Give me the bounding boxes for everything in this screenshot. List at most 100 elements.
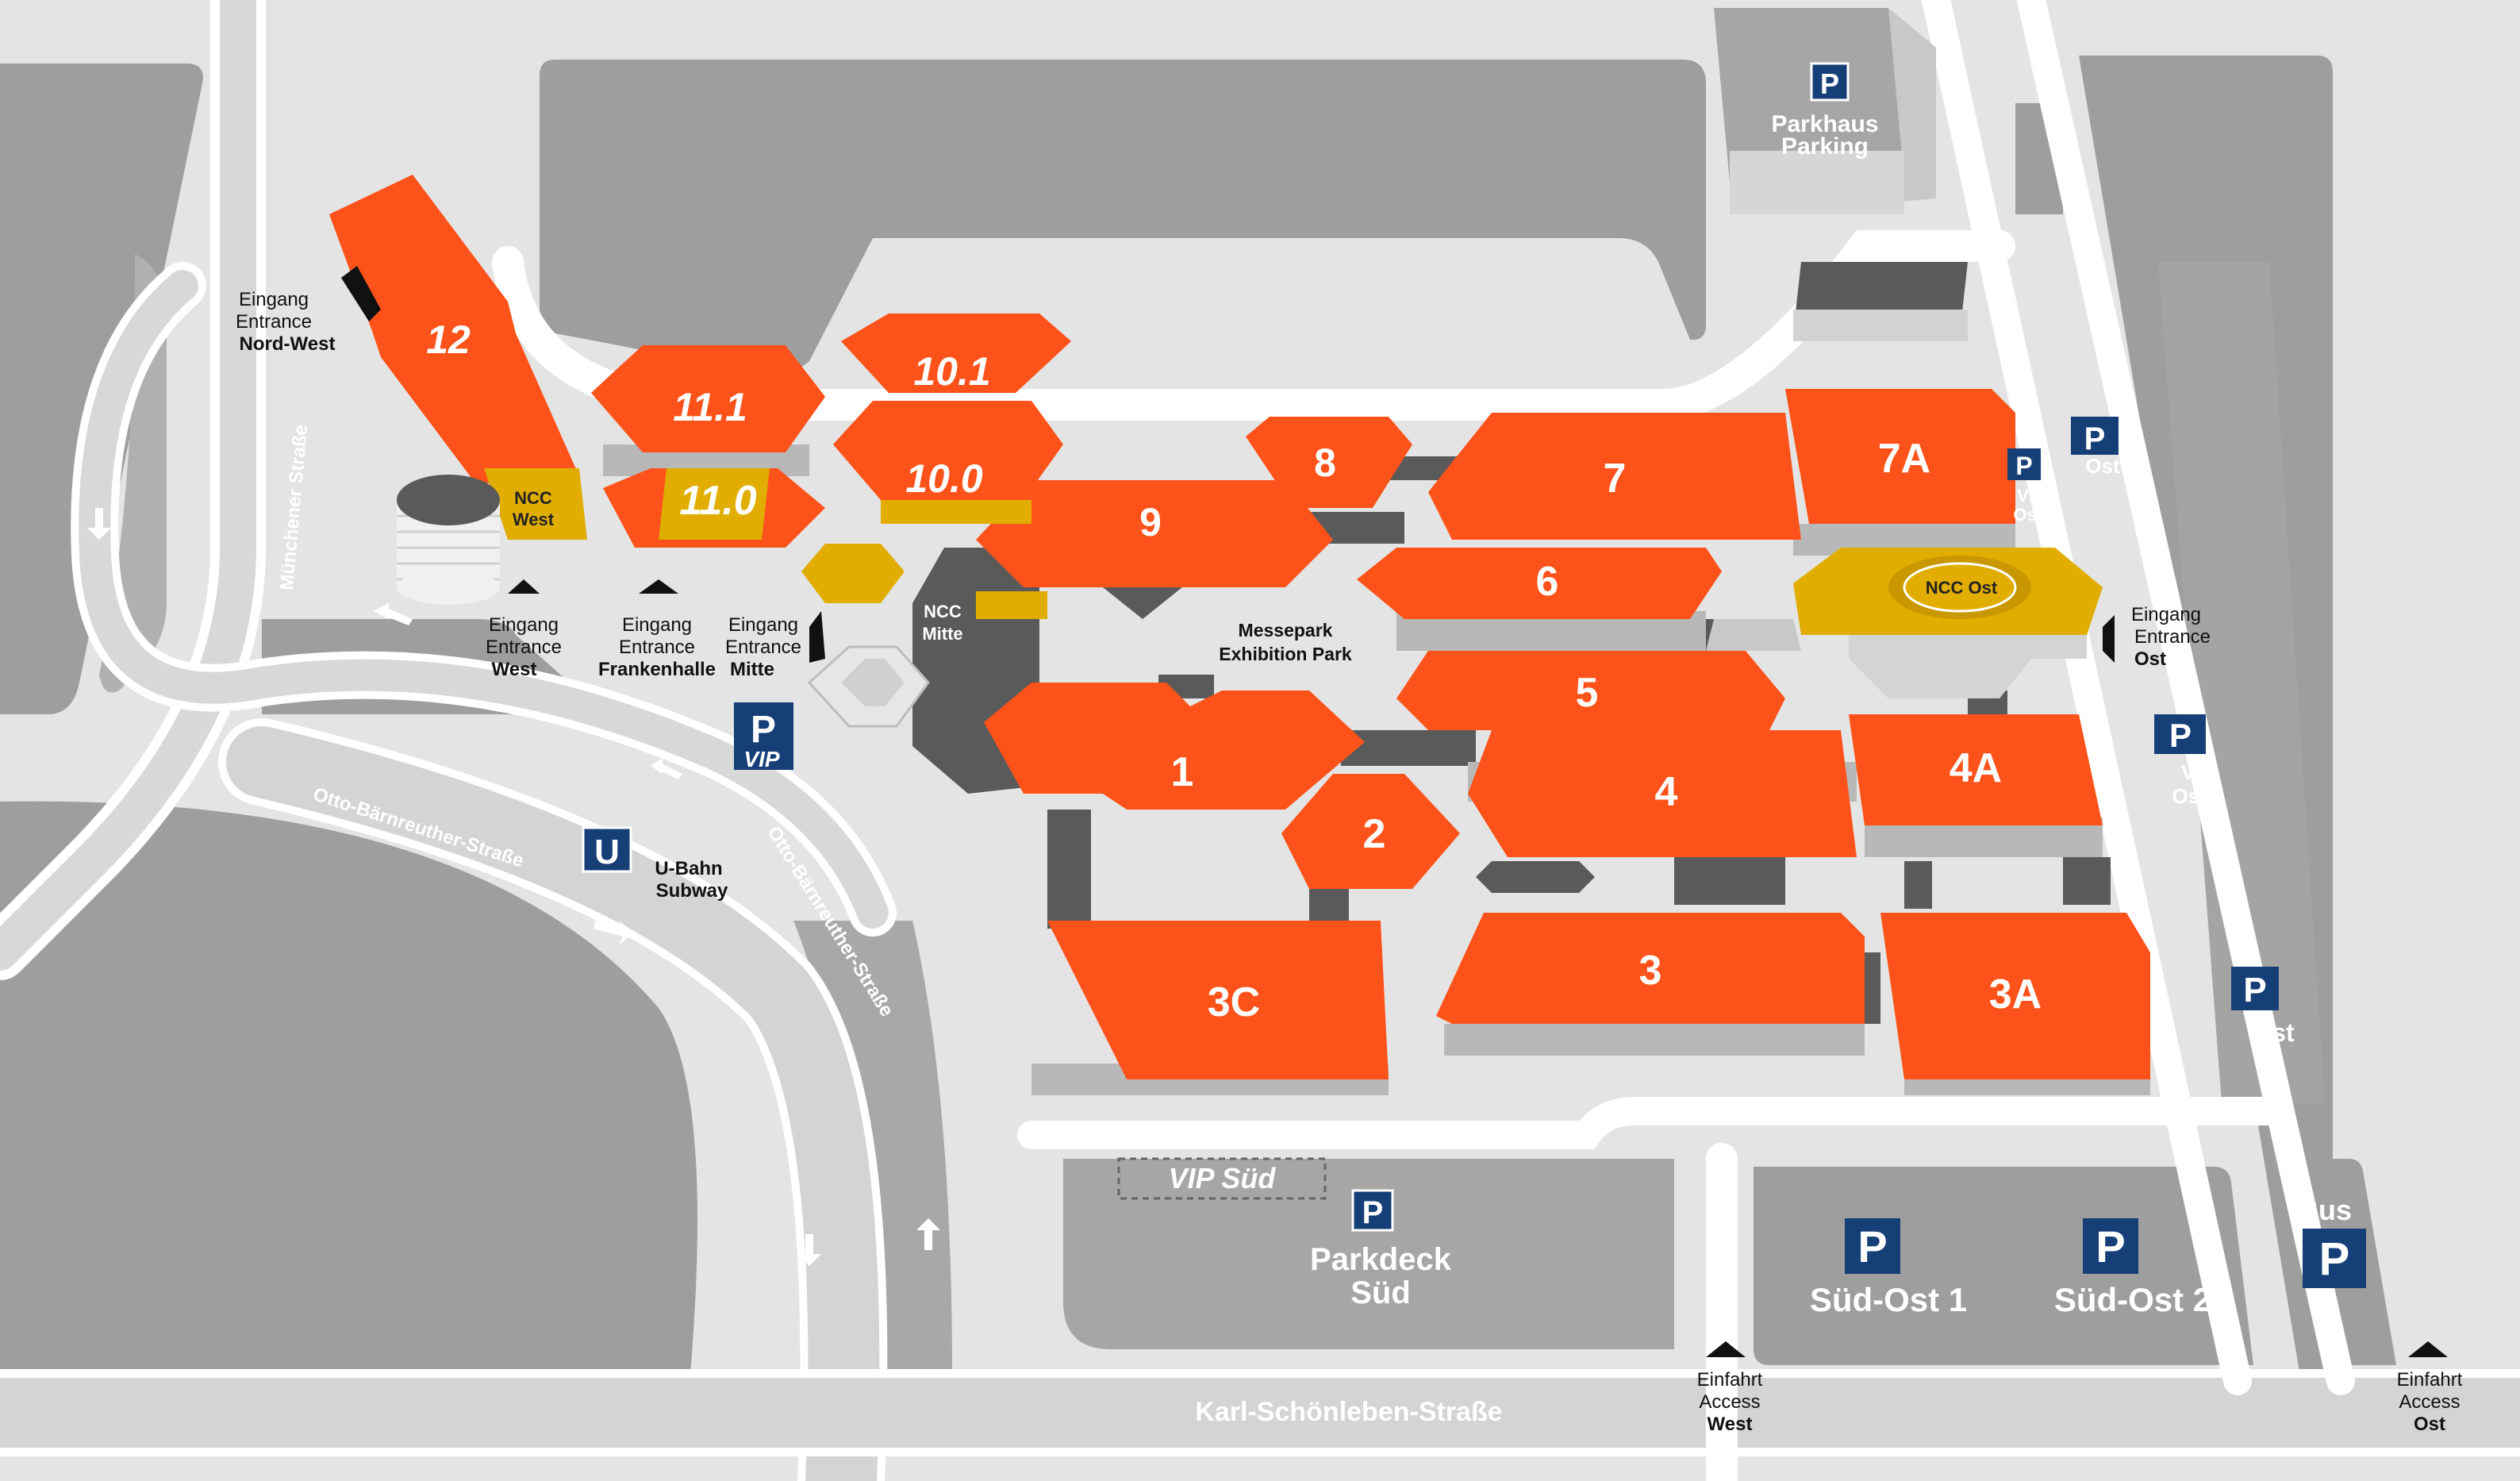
bus-label: Bus (2298, 1194, 2352, 1226)
vip-ost-1-label-1: VIP (2017, 486, 2045, 506)
hall-12 (329, 175, 579, 484)
sued-ost-2-p-symbol: P (2096, 1221, 2125, 1271)
vip-p-icon (734, 702, 793, 770)
ncc-mitte-block (976, 591, 1047, 619)
parkdeck-p-symbol: P (1362, 1195, 1384, 1230)
hall-1 (984, 683, 1365, 810)
cylinder-west (397, 475, 500, 605)
hall-label-4: 4 (1655, 769, 1678, 815)
entrance-ost-3: Ost (2134, 648, 2166, 670)
entrance-arrow-west (508, 579, 540, 594)
ost-bottom-p-icon (2231, 967, 2279, 1010)
vip-ost-2-label-2: Ost 2 (2172, 784, 2223, 808)
entrance-arrow-ost (2103, 615, 2115, 663)
hall-10-1 (841, 314, 1071, 393)
street-karl: Karl-Schönleben-Straße (1195, 1397, 1502, 1427)
messepark-label-2: Exhibition Park (1219, 644, 1352, 664)
entrance-nord-west-2: Entrance (236, 311, 312, 333)
hall-3C (1047, 921, 1389, 1079)
connector-1-4 (1341, 730, 1476, 766)
messepark-label-1: Messepark (1239, 620, 1333, 640)
sued-ost-2-label: Süd-Ost 2 (2054, 1281, 2211, 1318)
entrances: Eingang Entrance Nord-West Eingang Entra… (236, 266, 2463, 1435)
hall-label-3: 3 (1639, 948, 1662, 994)
hall-label-9: 9 (1139, 500, 1162, 544)
access-west-3: West (1708, 1414, 1753, 1435)
hall-label-5: 5 (1576, 670, 1599, 716)
hall-10-0 (833, 401, 1063, 500)
access-ost-1: Einfahrt (2397, 1369, 2463, 1391)
road-loop-west-inner (79, 270, 889, 929)
bus-p-symbol: P (2319, 1233, 2350, 1285)
ncc-ost-label: NCC Ost (1926, 578, 1998, 598)
hall-label-6: 6 (1536, 559, 1559, 605)
ncc-ost-front (1849, 635, 2087, 698)
hall-3A (1880, 913, 2150, 1079)
hall-label-3C: 3C (1208, 979, 1260, 1025)
ncc-west-strip (659, 468, 770, 540)
hall-11-1 (591, 345, 825, 452)
ncc-ost-steps (1706, 619, 1801, 651)
hall-label-7A: 7A (1878, 436, 1930, 482)
ncc-mitte-label-2: Mitte (922, 624, 962, 644)
hall-7A (1785, 389, 2015, 524)
hall-label-8: 8 (1314, 440, 1336, 485)
access-arrow-west (1706, 1341, 1746, 1357)
subway-label-2: Subway (656, 880, 728, 902)
vip-ost-1-label-2: Ost 1 (2013, 505, 2057, 525)
sued-ost-1-p-icon (1845, 1218, 1900, 1274)
vip-ost-1-p-icon (2007, 448, 2041, 480)
access-west-1: Einfahrt (1697, 1369, 1763, 1391)
hall-7 (1428, 413, 1801, 540)
road-otto-inner (226, 726, 880, 1481)
vip-sued-box (1117, 1157, 1327, 1200)
connector-4-3 (1674, 857, 1785, 905)
access-arrow-ost (2408, 1341, 2448, 1357)
entrance-nord-west-1: Eingang (239, 289, 309, 310)
vip-ost-1-p-symbol: P (2015, 452, 2032, 480)
parkhaus-p-symbol: P (1820, 67, 1839, 100)
hall-6 (1357, 548, 1722, 619)
entrance-nord-west-3: Nord-West (240, 333, 336, 355)
connector-4a-3a (1904, 861, 1932, 909)
entrance-frankenhalle-3: Frankenhalle (598, 659, 716, 680)
vip-ost-2-p-icon (2154, 714, 2206, 754)
lot-top-center (540, 60, 1706, 375)
entrance-mitte-3: Mitte (730, 659, 774, 680)
hall-4A (1849, 714, 2103, 825)
access-ost-3: Ost (2414, 1414, 2445, 1435)
ost-bottom-label: Ost (2252, 1018, 2295, 1047)
vip-p-symbol: P (751, 709, 776, 751)
ost-bottom-p-symbol: P (2243, 971, 2266, 1010)
hall-4 (1468, 730, 1857, 857)
vip-ost-2-p-symbol: P (2169, 717, 2192, 754)
hall-8 (1246, 417, 1412, 508)
vip-ost-2-label-1: VIP (2181, 760, 2215, 784)
ost-top-label: Ost (2085, 454, 2120, 478)
parkhaus-label-2: Parking (1781, 133, 1869, 160)
entrance-west-3: West (492, 659, 537, 680)
parkdeck-label-2: Süd (1350, 1275, 1411, 1310)
parkdeck-label-1: Parkdeck (1310, 1242, 1452, 1277)
ncc-buildings (484, 468, 2103, 698)
hall-label-11-0: 11.0 (679, 478, 756, 524)
subway-u-icon (582, 826, 632, 873)
direction-arrows (87, 508, 940, 1266)
parkhaus-p-icon (1810, 62, 1850, 102)
hall-label-10-0: 10.0 (905, 456, 983, 501)
ost-top-p-icon (2071, 417, 2119, 455)
access-west-2: Access (1699, 1391, 1760, 1413)
subway-u-symbol: U (594, 833, 620, 871)
entrance-ost-1: Eingang (2131, 604, 2201, 625)
vip-label: VIP (743, 747, 779, 771)
hall-label-1: 1 (1171, 749, 1194, 795)
hall-label-3A: 3A (1989, 971, 2042, 1017)
entrance-arrow-frankenhalle (639, 579, 678, 594)
hex-small-east (1476, 861, 1595, 893)
entrance-ost-2: Entrance (2134, 626, 2211, 648)
halls (329, 175, 2150, 1079)
access-ost-2: Access (2399, 1391, 2460, 1413)
ncc-10-strip (881, 500, 1031, 524)
hall-5 (1396, 651, 1785, 730)
